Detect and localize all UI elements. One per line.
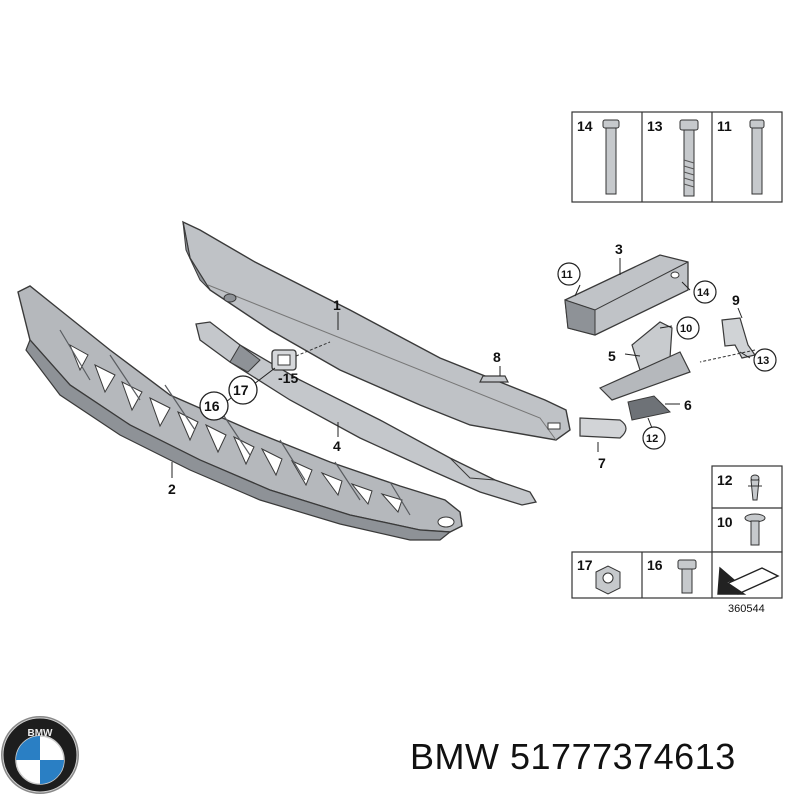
part-7-guide [579,417,627,439]
screw-10-icon [744,513,766,546]
svg-text:BMW: BMW [28,728,54,739]
callout-2: 2 [168,481,176,497]
callout-7: 7 [598,455,606,471]
callout-12-circled: 12 [642,426,666,450]
box-label-17: 17 [577,557,593,573]
diagram-code: 360544 [728,603,765,615]
callout-13-circled: 13 [753,348,777,372]
callout-1: 1 [333,297,341,313]
svg-text:14: 14 [697,287,710,299]
callout-11-circled: 11 [557,262,581,286]
part-9-plate [699,317,757,363]
screw-12-icon [748,474,762,501]
bolt-14-icon [602,119,620,195]
box-label-16: 16 [647,557,663,573]
box-label-11: 11 [717,118,732,134]
svg-text:11: 11 [561,269,573,281]
callout-4: 4 [333,438,341,454]
callout-6: 6 [684,397,692,413]
bolt-13-icon [679,119,699,197]
fastener-box-top: 14 13 11 [571,111,783,203]
svg-text:16: 16 [204,398,220,414]
bolt-16-icon [677,559,697,594]
bolt-11-icon [749,119,765,195]
part-3-mount-bracket [564,254,689,336]
svg-text:13: 13 [757,355,769,367]
callout-9: 9 [732,292,740,308]
svg-text:17: 17 [233,382,249,398]
part-number-caption: BMW 51777374613 [410,736,736,786]
nut-17-icon [595,565,621,595]
part-2-energy-absorber [17,285,463,541]
callout-16-circled: 16 [199,391,229,421]
svg-text:12: 12 [646,433,658,445]
box-label-13: 13 [647,118,663,134]
box-label-12: 12 [717,472,733,488]
part-8-clip [479,375,509,383]
part-number: 51777374613 [510,736,736,777]
bmw-logo-icon: BMW [1,716,79,794]
box-label-10: 10 [717,514,733,530]
part-6-deflector [627,395,672,421]
callout-8: 8 [493,349,501,365]
callout-3: 3 [615,241,623,257]
part-5-support [598,321,691,401]
svg-text:10: 10 [680,323,692,335]
callout-5: 5 [608,348,616,364]
callout-15: -15 [278,370,298,386]
fastener-box-bottom: 17 16 [571,551,783,599]
callout-14-circled: 14 [693,280,717,304]
part-17-bracket [271,341,331,371]
part-1-bumper-carrier [182,220,571,441]
box-label-14: 14 [577,118,593,134]
leader-lines [171,258,751,478]
callout-17-circled: 17 [228,375,258,405]
arrow-symbol-icon [717,566,780,595]
fastener-box-right: 12 10 [711,465,783,553]
brand-name: BMW [410,736,500,777]
callout-10-circled: 10 [676,316,700,340]
